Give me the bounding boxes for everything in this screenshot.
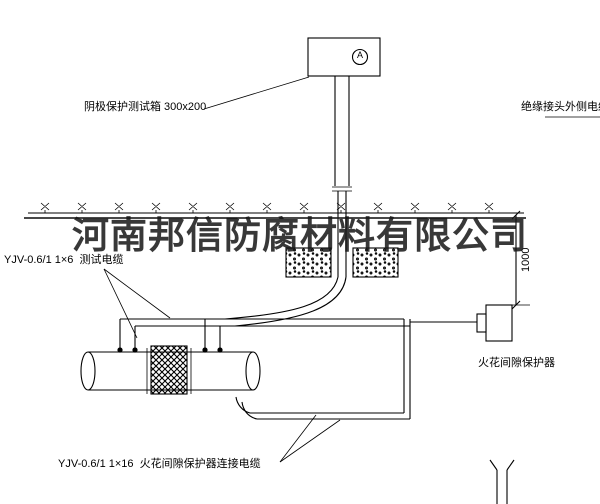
cable-group <box>119 276 477 420</box>
leader-test-cable-2 <box>103 268 138 339</box>
leader-connection-cable-1 <box>279 414 317 463</box>
electrode-symbol-group <box>489 459 515 504</box>
test-cable-curve-2 <box>234 276 347 327</box>
leader-group <box>103 76 600 463</box>
test-cable-curve-1 <box>224 276 339 320</box>
label-test-cable: YJV-0.6/1 1×6 测试电缆 <box>4 254 124 266</box>
pipe-end-right <box>245 351 261 391</box>
insulating-joint <box>150 345 188 395</box>
spark-gap-group <box>476 304 513 342</box>
test-box-group <box>307 37 381 77</box>
soil-marks <box>40 202 494 213</box>
dimension-value: 1000 <box>520 247 532 272</box>
label-test-box: 阴极保护测试箱 300x200 <box>84 101 207 113</box>
concrete-block-right <box>352 247 399 278</box>
ammeter-circle <box>351 48 369 66</box>
pipe-group <box>80 345 261 395</box>
label-connection-cable: YJV-0.6/1 1×16 火花间隙保护器连接电缆 <box>58 458 261 470</box>
label-insulated-joint-cable: 绝缘接头外侧电缆 <box>521 101 600 113</box>
test-box <box>307 37 381 77</box>
leader-connection-cable-2 <box>279 419 341 463</box>
spark-gap-protector-terminal <box>476 313 487 333</box>
label-spark-gap-protector: 火花间隙保护器 <box>478 357 555 369</box>
leader-test-cable-1 <box>103 268 171 319</box>
concrete-block-left <box>285 247 332 278</box>
dimension-tick-bottom <box>511 300 521 310</box>
leader-test-box <box>203 76 310 110</box>
foundation-group <box>285 247 399 278</box>
ammeter-letter: A <box>356 50 363 60</box>
spark-gap-protector-body <box>485 304 513 342</box>
pipe-end-left <box>80 351 96 391</box>
conduit-group <box>332 76 352 277</box>
ground-group <box>28 202 524 214</box>
